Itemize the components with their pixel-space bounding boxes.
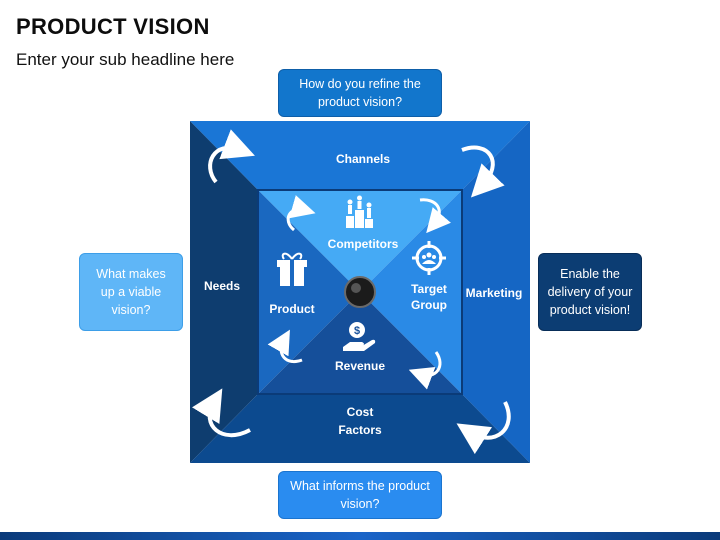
page-subtitle: Enter your sub headline here [16,50,235,69]
label-product: Product [269,302,314,316]
money-hand-icon: $ [343,322,376,351]
inner-arrow-top-left-icon [286,195,316,232]
inner-arrow-top-right-icon [419,198,451,234]
question-box-right: Enable the delivery of your product visi… [538,253,642,331]
label-marketing: Marketing [466,286,523,300]
label-competitors: Competitors [328,237,399,251]
center-knob-highlight [351,283,361,293]
label-target: Target [411,282,447,296]
podium-people-icon [346,195,373,228]
outer-right-panel [462,121,530,463]
inner-right-panel [360,190,462,394]
outer-top-panel [190,121,530,190]
label-revenue: Revenue [335,359,385,373]
outer-arrow-top-right-icon [461,145,505,198]
svg-text:$: $ [354,325,360,337]
inner-arrow-bottom-left-icon [267,329,303,363]
label-cost: Cost [347,405,374,419]
outer-arrow-bottom-right-icon [456,401,511,455]
label-group: Group [411,298,447,312]
center-knob [344,276,376,308]
label-channels: Channels [336,152,390,166]
outer-bottom-panel [190,394,530,463]
gift-box-icon [277,252,307,286]
inner-square-border [257,189,463,395]
label-factors: Factors [338,423,382,437]
page-title: PRODUCT VISION [16,14,210,39]
footer-bar [0,532,720,540]
question-box-top: How do you refine the product vision? [278,69,442,117]
outer-left-panel [190,121,258,463]
label-needs: Needs [204,279,240,293]
target-group-icon [412,241,446,275]
outer-arrow-bottom-left-icon [192,388,251,438]
question-box-left: What makes up a viable vision? [79,253,183,331]
outer-arrow-top-left-icon [208,129,255,184]
inner-arrow-bottom-right-icon [408,351,442,390]
question-box-bottom: What informs the product vision? [278,471,442,519]
